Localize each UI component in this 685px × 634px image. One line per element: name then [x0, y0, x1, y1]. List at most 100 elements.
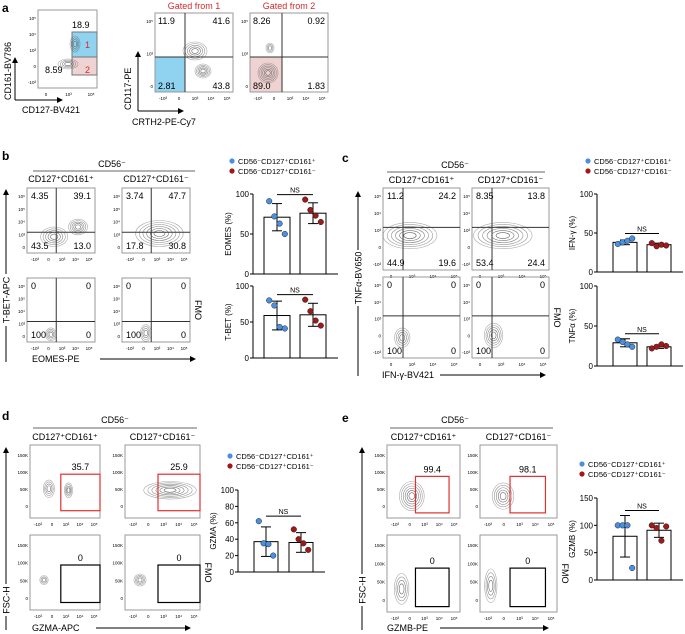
- contour-line: [48, 331, 53, 337]
- x-tick-label: -10³: [126, 257, 135, 262]
- y-tick-label: 150K: [467, 453, 478, 458]
- gate-value: 0: [525, 556, 530, 566]
- data-point: [307, 308, 314, 315]
- x-tick-label: -10³: [159, 96, 168, 101]
- quadrant-value: 2.81: [158, 81, 176, 91]
- contour-line: [41, 577, 47, 583]
- contour-line: [153, 230, 166, 237]
- x-tick-label: 10³: [59, 257, 66, 262]
- contour-line: [71, 39, 79, 49]
- fmo-label: FMO: [552, 308, 562, 328]
- flow-plot: [29, 444, 101, 519]
- flow-plot: [386, 534, 461, 613]
- x-tick-label: 0: [142, 257, 145, 262]
- contour-line: [262, 67, 274, 79]
- contour-line: [408, 492, 415, 500]
- group-header: CD56⁻: [441, 160, 469, 170]
- legend-marker-blue: [579, 461, 585, 467]
- quadrant-value: 0: [31, 281, 36, 291]
- contour-line: [397, 332, 407, 344]
- contour-line: [487, 327, 500, 344]
- data-point: [663, 342, 670, 350]
- quadrant-value: 19.6: [438, 258, 456, 268]
- y-tick-label: 10⁴: [374, 211, 381, 216]
- x-tick-label: 10⁴: [77, 614, 84, 619]
- y-tick-label: 10⁶: [113, 284, 120, 289]
- contour-line: [135, 575, 145, 585]
- gate-value: 35.7: [72, 462, 90, 472]
- contour-line: [495, 232, 510, 239]
- contour-line: [66, 487, 71, 493]
- y-tick-label: 10⁶: [18, 284, 25, 289]
- contour-line: [62, 60, 74, 68]
- quadrant-value: 0.92: [307, 16, 325, 26]
- x-tick-label: 10⁵: [451, 522, 458, 527]
- contour-line: [386, 224, 434, 247]
- data-point: [624, 341, 631, 348]
- bar-chart-tnfα: [594, 285, 683, 367]
- plot-frame: [249, 12, 329, 93]
- data-point: [276, 220, 283, 227]
- contour-line: [491, 230, 515, 241]
- y-tick-label: 0: [120, 504, 123, 509]
- y-tick-label: 10⁵: [241, 19, 248, 24]
- y-axis-label: FSC-H: [2, 586, 12, 614]
- quadrant-value: 89.0: [253, 81, 271, 91]
- contour-line: [382, 222, 438, 249]
- contour-line: [488, 579, 494, 592]
- x-tick-label: 10³: [287, 96, 294, 101]
- legend-marker-blue: [229, 158, 235, 164]
- quadrant-value: 13.8: [527, 191, 545, 201]
- quadrant-value: 43.5: [31, 241, 49, 251]
- y-tick-label: 100K: [17, 470, 28, 475]
- plot-frame: [471, 187, 550, 271]
- data-point: [653, 525, 660, 532]
- x-tick-label: 10³: [498, 362, 505, 367]
- data-point: [663, 242, 670, 249]
- data-point: [271, 213, 278, 220]
- x-axis-label: CD127-BV421: [22, 105, 80, 115]
- significance-label: NS: [637, 226, 647, 233]
- contour-line: [473, 222, 533, 249]
- x-axis-label: CRTH2-PE-Cy7: [132, 117, 196, 127]
- plot-frame: [121, 187, 191, 254]
- y-tick-label: 50K: [20, 578, 28, 583]
- y-tick-label: 10⁵: [18, 297, 25, 302]
- y-tick-label: 50: [584, 549, 593, 558]
- x-tick-label: 10⁴: [167, 346, 174, 351]
- x-tick-label: -10³: [254, 96, 263, 101]
- contour-line: [64, 484, 73, 497]
- quadrant-value: 24.2: [438, 191, 456, 201]
- x-tick-label: 0: [147, 522, 150, 527]
- contour-line: [477, 224, 528, 247]
- y-tick-label: 10⁵: [146, 19, 153, 24]
- flow-plot: [471, 187, 550, 271]
- significance-label: NS: [637, 503, 647, 510]
- legend-label: CD56⁻CD127⁺CD161⁻: [238, 167, 316, 176]
- quadrant-value: 0: [540, 280, 545, 290]
- y-tick-label: 0: [589, 268, 594, 277]
- y-tick-label: 10⁶: [18, 194, 25, 199]
- flow-plot: [124, 444, 201, 519]
- legend-label: CD56⁻CD127⁺CD161⁻: [594, 167, 672, 176]
- x-tick-label: 10³: [63, 522, 70, 527]
- y-tick-label: 0: [378, 333, 381, 338]
- x-axis-label: GZMB-PE: [387, 623, 428, 633]
- y-axis-label: FSC-H: [358, 576, 368, 604]
- y-tick-label: 100: [221, 486, 235, 495]
- quadrant-value: 100: [387, 346, 402, 356]
- quadrant-value: 53.4: [476, 258, 494, 268]
- contour-line: [266, 44, 274, 52]
- bar: [612, 241, 638, 273]
- contour-line: [197, 66, 209, 76]
- data-point: [305, 546, 312, 553]
- x-tick-label: 10³: [59, 346, 66, 351]
- y-tick-label: -10³: [373, 350, 382, 355]
- gate-1-label: 1: [85, 40, 90, 50]
- x-tick-label: 10⁴: [436, 522, 443, 527]
- y-axis-label: T-BET (%): [224, 303, 233, 341]
- x-tick-label: 10⁵: [191, 614, 198, 619]
- y-tick-label: 50: [584, 229, 593, 238]
- y-tick-label: 100K: [467, 470, 478, 475]
- y-tick-label: 150K: [17, 543, 28, 548]
